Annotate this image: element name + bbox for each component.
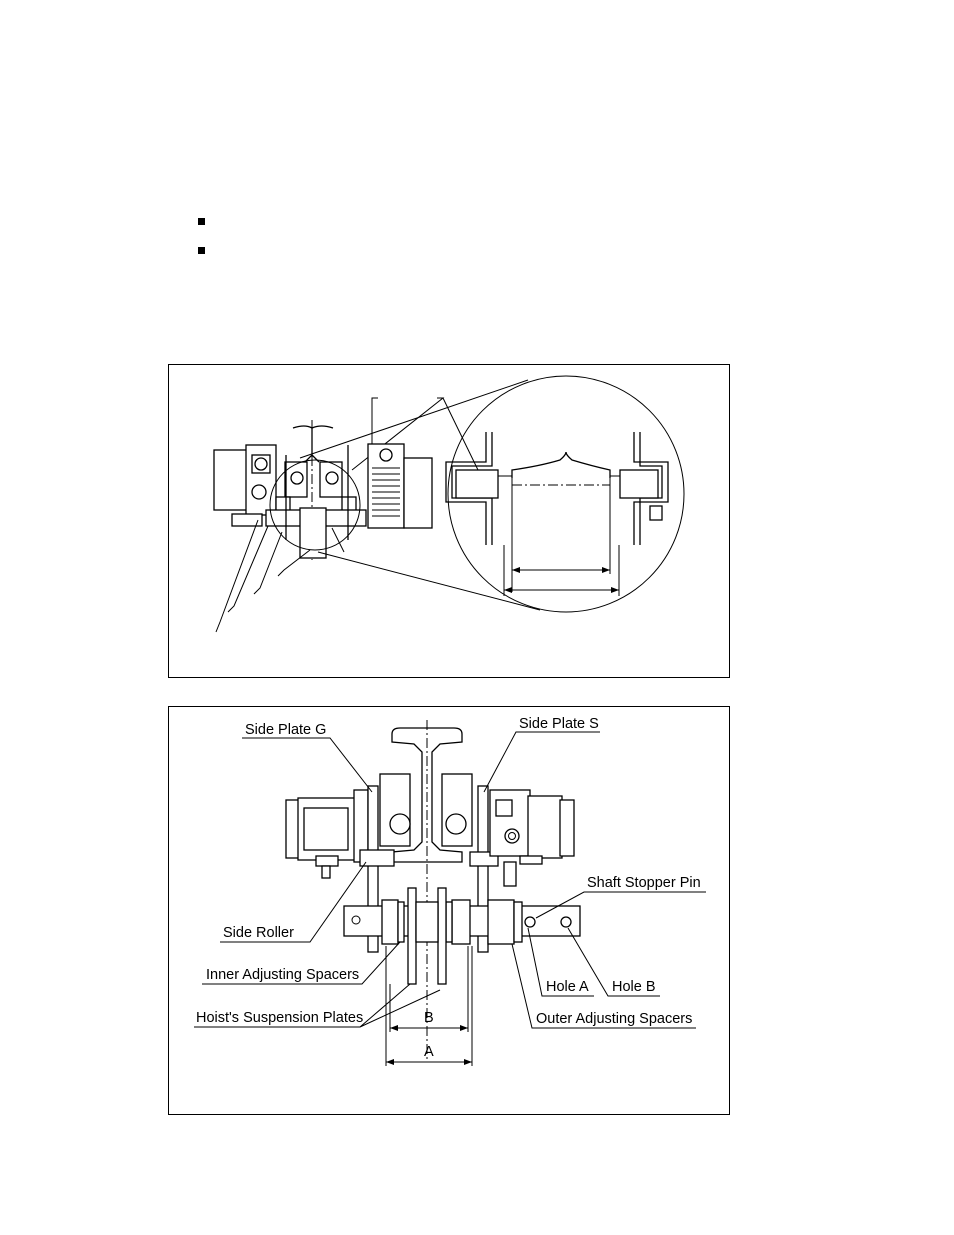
hole-b-marker xyxy=(560,916,572,928)
left-motor-body xyxy=(213,449,249,511)
top-diagram xyxy=(213,375,685,633)
left-motor-housing xyxy=(303,807,349,851)
leader-line xyxy=(331,527,345,553)
suspension-center xyxy=(415,901,439,943)
wheel-axle-icon xyxy=(290,471,304,485)
detail-circle-small xyxy=(269,459,361,551)
leader-side-roller xyxy=(220,861,367,943)
leader-hole-a xyxy=(527,927,594,997)
left-bracket xyxy=(231,513,263,527)
bullet-marker-1 xyxy=(198,218,205,225)
leader-line xyxy=(253,531,283,595)
label-hoists-suspension-plates: Hoist's Suspension Plates xyxy=(196,1010,363,1026)
left-wheel-block xyxy=(284,461,308,498)
leader-hole-b xyxy=(567,927,660,997)
shaft-end-hole xyxy=(351,915,361,925)
side-roller xyxy=(359,849,395,867)
label-side-plate-g: Side Plate G xyxy=(245,722,326,738)
bolt-icon xyxy=(504,828,520,844)
inner-adjusting-spacer xyxy=(381,899,399,945)
magnify-line xyxy=(299,379,529,459)
dimension-label-a: A xyxy=(424,1044,434,1060)
rail-flange-detail xyxy=(511,451,611,478)
right-motor-body xyxy=(527,795,563,859)
left-side-plate-detail xyxy=(445,432,487,545)
right-motor-terminal xyxy=(495,799,513,817)
side-plate-g xyxy=(367,785,379,953)
label-outer-adjusting-spacers: Outer Adjusting Spacers xyxy=(536,1011,692,1027)
inner-adjusting-spacer xyxy=(445,901,453,943)
right-motor-end xyxy=(559,799,575,857)
hole-a-marker xyxy=(524,916,536,928)
label-inner-adjusting-spacers: Inner Adjusting Spacers xyxy=(206,967,359,983)
bolt-icon xyxy=(254,457,268,471)
wheel-axle-icon xyxy=(389,813,411,835)
outer-adjusting-spacer xyxy=(513,901,523,943)
leader-shaft-stopper-pin xyxy=(535,891,706,919)
leader-inner-adjusting-spacers xyxy=(202,941,401,985)
bolt-icon xyxy=(251,484,267,500)
right-wheel-block xyxy=(319,461,343,498)
leader-line xyxy=(227,525,269,613)
bolt-icon xyxy=(379,448,393,462)
bullet-marker-2 xyxy=(198,247,205,254)
leader-side-plate-s xyxy=(483,731,600,793)
right-motor-fins xyxy=(372,467,400,517)
label-side-roller: Side Roller xyxy=(223,925,294,941)
left-wheel-block xyxy=(379,773,411,847)
right-motor-bolt xyxy=(503,861,517,887)
dimension-arrows xyxy=(390,1025,468,1031)
hoist-suspension-plate-left xyxy=(407,887,417,985)
right-wheel-block xyxy=(441,773,473,847)
right-motor-body xyxy=(403,457,433,529)
right-side-plate-detail xyxy=(633,432,669,545)
left-side-roller-detail xyxy=(455,469,499,499)
detail-circle-large xyxy=(447,375,685,613)
leader-line xyxy=(277,549,311,577)
leader-hoists-suspension-plates xyxy=(194,983,441,1028)
right-stopper-detail xyxy=(649,505,663,521)
right-side-roller-detail xyxy=(619,469,659,499)
leader-line xyxy=(442,397,479,471)
wheel-axle-icon xyxy=(325,471,339,485)
label-hole-a: Hole A xyxy=(546,979,589,995)
leader-line xyxy=(215,519,259,633)
wheel-axle-icon xyxy=(445,813,467,835)
leader-side-plate-g xyxy=(242,737,373,793)
outer-adjusting-spacer xyxy=(487,899,515,945)
side-plate-s xyxy=(477,785,489,953)
leader-outer-adjusting-spacers xyxy=(511,943,696,1029)
label-side-plate-s: Side Plate S xyxy=(519,716,599,732)
right-side-plate-detail xyxy=(639,432,663,545)
label-shaft-stopper-pin: Shaft Stopper Pin xyxy=(587,875,701,891)
hoist-suspension-plate-right xyxy=(437,887,447,985)
left-motor-bolt xyxy=(321,865,331,879)
right-motor-foot xyxy=(519,855,543,865)
inner-adjusting-spacer xyxy=(397,901,405,943)
label-hole-b: Hole B xyxy=(612,979,656,995)
bolt-icon xyxy=(508,832,516,840)
dimension-label-b: B xyxy=(424,1010,434,1026)
left-side-plate-detail xyxy=(451,432,493,545)
left-motor-foot xyxy=(315,855,339,867)
inner-adjusting-spacer xyxy=(451,899,471,945)
magnify-line xyxy=(317,551,541,611)
